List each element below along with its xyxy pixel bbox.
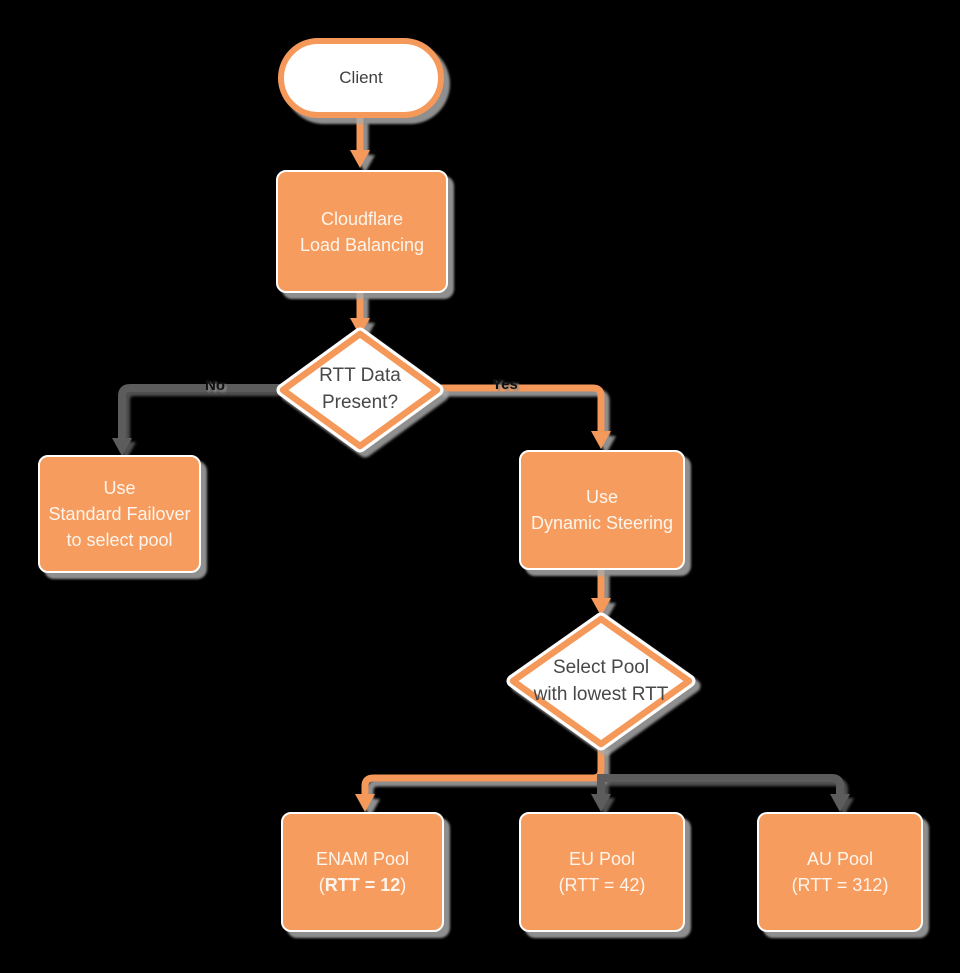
arrowhead-down-icon [355,794,375,812]
node-load-balancing: Cloudflare Load Balancing [276,170,448,293]
arrowhead-down-icon [591,431,611,449]
connector-ds-to-select [591,570,611,616]
arrowhead-down-icon [591,794,611,812]
node-au-pool-line2: (RTT = 312) [791,875,889,895]
connector-select-to-eu [591,774,611,812]
enam-rtt-value: RTT = 12 [324,875,401,895]
decision-rtt-data-present [276,327,444,453]
node-eu-pool: EU Pool (RTT = 42) [519,812,685,932]
node-enam-pool-line2: (RTT = 12) [319,872,407,898]
connector-select-to-au [604,774,850,812]
node-dynamic-steering-line2: Dynamic Steering [530,513,674,533]
node-standard-failover-line3: to select pool [66,530,173,550]
arrowhead-down-icon [830,794,850,812]
node-standard-failover-line2: Standard Failover [48,504,191,524]
node-load-balancing-line2: Load Balancing [299,234,425,255]
edge-label-no: No [205,377,225,394]
connector-lb-to-rtt [350,293,370,336]
enam-paren-close: ) [400,875,407,895]
node-eu-pool-line1: EU Pool [568,849,636,869]
enam-paren-open: ( [318,875,325,895]
node-client-label: Client [339,68,383,87]
connector-rtt-yes [437,384,611,449]
arrowhead-down-icon [112,438,132,456]
decision-select-pool [506,612,696,751]
node-dynamic-steering: Use Dynamic Steering [519,450,685,570]
connector-rtt-no [112,384,283,456]
node-load-balancing-line1: Cloudflare [320,208,404,229]
edge-label-yes: Yes [492,376,518,393]
connector-client-to-lb [350,118,370,168]
node-au-pool: AU Pool (RTT = 312) [757,812,923,932]
node-standard-failover-line1: Use [103,478,136,498]
node-client: Client [278,38,444,118]
node-dynamic-steering-line1: Use [585,487,618,507]
connector-select-to-enam [355,744,605,812]
node-enam-pool: ENAM Pool (RTT = 12) [281,812,444,932]
node-eu-pool-line2: (RTT = 42) [558,875,646,895]
arrowhead-down-icon [350,318,370,336]
arrowhead-down-icon [591,598,611,616]
node-au-pool-line1: AU Pool [806,849,874,869]
node-enam-pool-line1: ENAM Pool [315,849,410,869]
arrowhead-down-icon [350,150,370,168]
node-standard-failover: Use Standard Failover to select pool [38,455,201,573]
